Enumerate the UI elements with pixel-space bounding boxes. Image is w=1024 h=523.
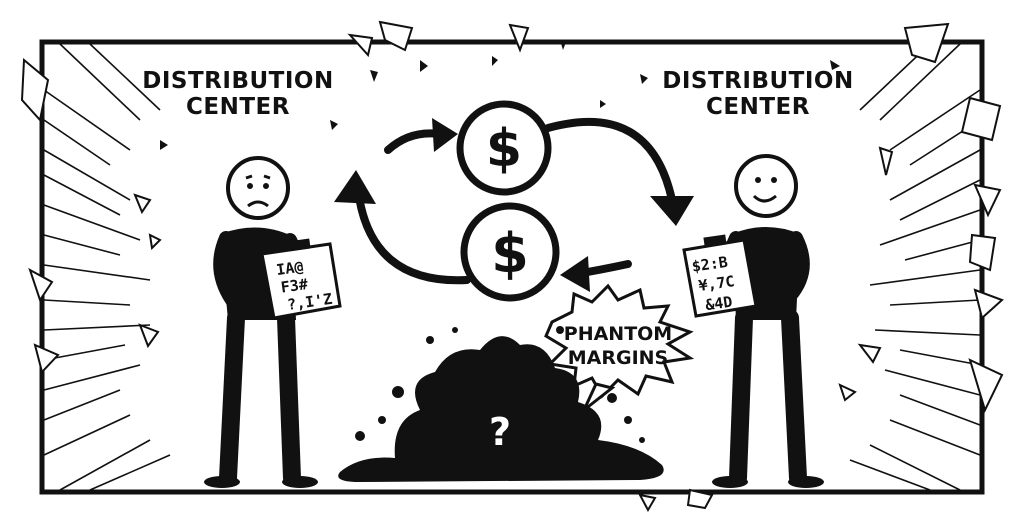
callout-line-2: MARGINS xyxy=(568,347,669,369)
right-clipboard-line-2: ¥,7C xyxy=(697,272,735,295)
small-debris xyxy=(160,40,840,150)
coin-bottom-symbol: $ xyxy=(491,222,529,285)
splat-drops xyxy=(355,326,645,443)
right-face xyxy=(752,177,777,203)
right-stick-figure xyxy=(712,154,824,488)
right-head xyxy=(734,154,798,218)
coin-bottom: $ xyxy=(460,202,560,302)
left-clipboard-line-1: IA@ xyxy=(275,258,304,280)
left-title: DISTRIBUTION CENTER xyxy=(128,68,348,121)
right-title: DISTRIBUTION CENTER xyxy=(648,68,868,121)
left-face xyxy=(245,174,271,208)
callout-tail xyxy=(582,382,616,412)
speed-lines-right xyxy=(849,43,981,491)
left-title-line-1: DISTRIBUTION xyxy=(142,68,334,94)
left-clipboard: IA@ F3# ?,I'Z xyxy=(260,238,342,320)
speed-lines-left xyxy=(43,43,171,491)
callout-burst xyxy=(544,283,695,399)
right-title-line-2: CENTER xyxy=(706,94,810,121)
arrow-heads xyxy=(334,118,694,292)
right-title-line-1: DISTRIBUTION xyxy=(662,68,854,94)
callout-line-1: PHANTOM xyxy=(564,323,672,345)
right-clipboard: $2:B ¥,7C &4D xyxy=(682,234,758,318)
left-clipboard-line-2: F3# xyxy=(280,275,309,297)
black-hole-splat xyxy=(338,336,664,482)
right-clipboard-line-1: $2:B xyxy=(691,253,729,276)
left-head xyxy=(226,156,290,220)
right-clipboard-line-3: &4D xyxy=(704,293,733,315)
hole-question-mark: ? xyxy=(489,410,511,454)
left-stick-figure xyxy=(204,156,318,488)
coin-top-symbol: $ xyxy=(486,119,522,179)
coin-top: $ xyxy=(456,100,552,196)
left-title-line-2: CENTER xyxy=(186,94,290,121)
debris-shards xyxy=(20,20,1004,513)
